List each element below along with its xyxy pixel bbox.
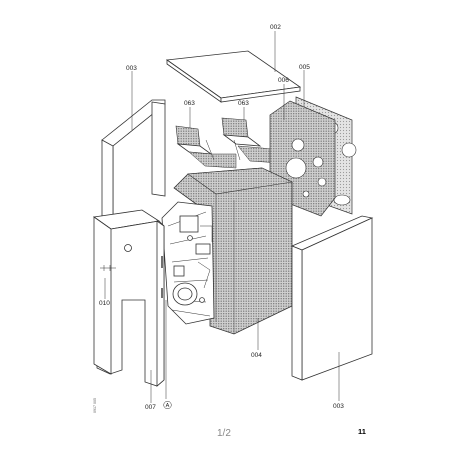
label-002: 002 <box>270 24 281 31</box>
front-panel <box>92 209 165 387</box>
insulation-strip-right <box>221 117 281 164</box>
label-063-left: 063 <box>184 100 195 107</box>
label-005: 005 <box>299 64 310 71</box>
label-004: 004 <box>251 352 262 359</box>
boiler-body <box>173 167 294 335</box>
label-007: 007 <box>145 404 156 411</box>
page-indicator: 1/2 <box>217 428 231 439</box>
sheet-number: 11 <box>358 427 366 436</box>
top-cover-panel <box>165 50 302 103</box>
label-063-right: 063 <box>238 100 249 107</box>
label-010: 010 <box>99 300 110 307</box>
document-code: 0917 005 <box>93 398 97 413</box>
label-006: 006 <box>278 77 289 84</box>
insulation-strip-left <box>175 125 237 169</box>
leader-lines <box>104 31 340 403</box>
callout-a-circle <box>163 400 172 410</box>
part-labels: 002 003 063 063 006 005 010 004 007 A 00… <box>99 24 344 411</box>
label-003-right: 003 <box>333 403 344 410</box>
right-side-panel <box>290 215 374 381</box>
label-003-left: 003 <box>126 65 137 72</box>
burner-assembly <box>161 201 215 325</box>
label-a: A <box>166 403 170 409</box>
